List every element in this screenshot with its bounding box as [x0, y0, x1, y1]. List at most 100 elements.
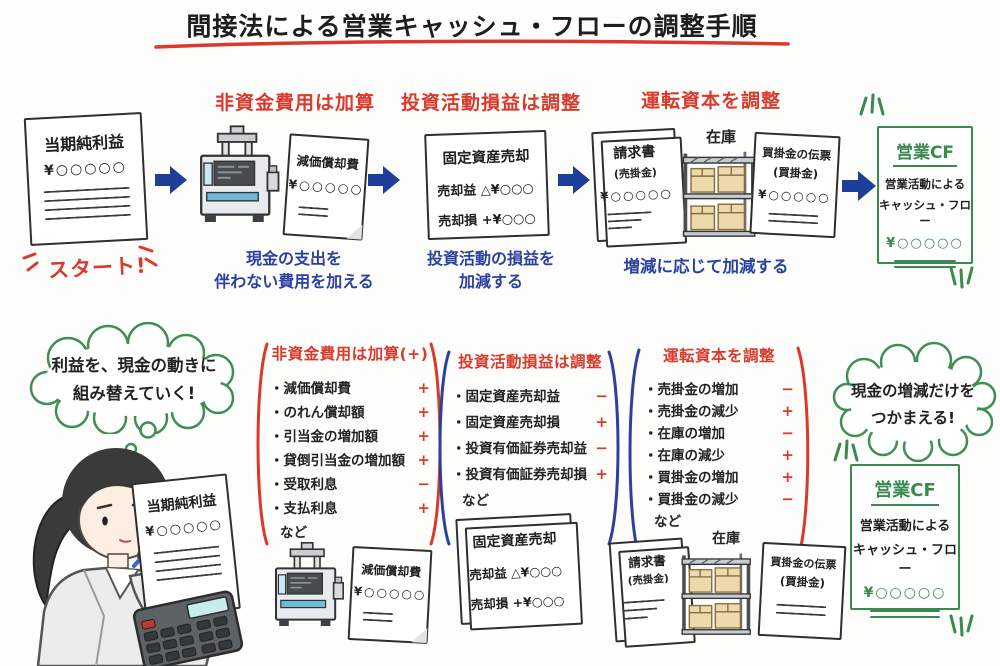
list-item: ・買掛金の増加+: [644, 468, 794, 486]
thought-bubble-right-text: 現金の増減だけを つかまえる!: [850, 382, 975, 427]
doc-line: [623, 607, 657, 612]
machine-icon: [275, 542, 344, 626]
doc-title: 減価償却費: [360, 562, 422, 580]
flow-arrow-icon: [155, 166, 187, 194]
doc-subtitle: (売掛金): [613, 165, 658, 182]
adjustment-list-noncash: 非資金費用は加算(+) ・減価償却費+ ・のれん償却額+ ・引当金の増加額+ ・…: [270, 342, 430, 545]
operating-cf-doc: 営業CF 営業活動による キャッシュ・フロー ¥○○○○○: [850, 464, 960, 618]
thought-bubble-right-icon: [832, 341, 997, 463]
doc-line: [607, 211, 652, 216]
doc-title: 買掛金の伝票: [770, 555, 837, 572]
doc-amount: ¥○○○○○: [287, 176, 365, 197]
list-item: ・固定資産売却益−: [452, 387, 608, 405]
step2-caption: 投資活動の損益を 加減する: [426, 249, 555, 291]
list-item: ・固定資産売却損+: [452, 413, 608, 431]
doc-line: [776, 603, 827, 609]
doc-line: [154, 554, 221, 564]
doc-line: [297, 213, 329, 218]
doc-line: [156, 572, 223, 582]
list-item: ・引当金の増加額+: [270, 427, 430, 445]
doc-line: [44, 204, 131, 212]
list-item: ・受取利息−: [270, 475, 430, 493]
step3-caption: 増減に応じて加減する: [623, 257, 789, 276]
doc-line: [298, 206, 329, 211]
sparkle-icon: [859, 93, 885, 116]
doc-row: 売却益 △¥○○○: [468, 562, 563, 583]
step3-heading: 運転資本を調整: [640, 90, 781, 112]
doc-amount: ¥○○○○○: [757, 187, 832, 205]
doc-text: キャッシュ・フロー: [879, 198, 971, 228]
doc-amount: ¥○○○○○: [886, 236, 964, 251]
adjustment-list-investment: 投資活動損益は調整 ・固定資産売却益− ・固定資産売却損+ ・投資有価証券売却益…: [452, 350, 608, 515]
page-title: 間接法による営業キャッシュ・フローの調整手順: [186, 12, 758, 41]
machine-icon: [200, 125, 280, 222]
doc-line: [767, 219, 819, 225]
list-item: ・在庫の増加−: [644, 424, 794, 442]
doc-amount: ¥○○○○○: [599, 186, 674, 204]
payable-doc: 買掛金の伝票 (買掛金): [757, 541, 847, 641]
doc-subtitle: (売掛金): [627, 572, 670, 588]
list-item: ・在庫の減少+: [644, 446, 794, 464]
doc-amount: ¥○○○○○: [43, 158, 128, 180]
calculator-icon: [132, 590, 244, 666]
fixed-asset-doc: 固定資産売却 売却益 △¥○○○ 売却損 +¥○○○: [424, 129, 550, 241]
doc-text: 営業活動による: [884, 177, 966, 191]
doc-line: [153, 545, 220, 555]
list-item: ・売掛金の減少+: [644, 402, 794, 420]
doc-title: 固定資産売却: [472, 530, 557, 552]
sparkle-icon: [949, 614, 974, 637]
list-item: など: [654, 514, 681, 530]
doc-line: [623, 616, 648, 620]
list-item: など: [462, 493, 489, 509]
doc-title: 減価償却費: [295, 152, 360, 173]
doc-row: 売却益 △¥○○○: [436, 181, 535, 200]
bracket-left-icon: [628, 348, 641, 558]
doc-line: [622, 598, 665, 604]
doc-title: 請求書: [627, 552, 667, 571]
inventory-label: 在庫: [712, 531, 740, 547]
doc-title: 営業CF: [871, 476, 939, 506]
doc-line: [155, 563, 222, 573]
list-item: など: [280, 525, 307, 541]
doc-row: 売却損 +¥○○○: [438, 211, 536, 230]
doc-line: [43, 186, 130, 194]
list-item: ・買掛金の減少−: [644, 490, 794, 508]
fixed-asset-doc: 固定資産売却 売却益 △¥○○○ 売却損 +¥○○○: [455, 513, 577, 625]
depreciation-doc: 減価償却費 ¥○○○○○: [347, 545, 433, 645]
doc-title: 当期純利益: [43, 131, 125, 156]
doc-line: [43, 195, 131, 203]
thought-bubble-left-icon: [29, 322, 235, 434]
doc-title: 固定資産売却: [442, 148, 530, 168]
page-fold: [411, 627, 428, 643]
list-item: ・支払利息+: [270, 499, 430, 517]
doc-line: [607, 218, 642, 223]
operating-cf-doc: 営業CF 営業活動による キャッシュ・フロー ¥○○○○○: [877, 126, 973, 268]
flow-arrow-icon: [368, 166, 400, 194]
doc-text: キャッシュ・フロー: [852, 543, 957, 577]
emphasis-marks-icon: [138, 245, 158, 267]
list-item: ・のれん償却額+: [270, 403, 430, 421]
bracket-left-icon: [438, 350, 451, 546]
doc-line: [893, 260, 957, 262]
list-item: ・投資有価証券売却損+: [452, 465, 608, 483]
start-label: スタート!: [47, 253, 148, 283]
thought-bubble-left-text: 利益を、現金の動きに 組み替えていく!: [51, 356, 217, 403]
doc-line: [870, 610, 940, 612]
step1-caption: 現金の支出を 伴わない費用を加える: [214, 249, 374, 291]
doc-line: [893, 266, 957, 268]
doc-title: 営業CF: [892, 138, 958, 167]
doc-line: [870, 616, 940, 618]
list-item: ・売掛金の増加−: [644, 380, 794, 398]
doc-text: 営業活動による: [859, 519, 951, 534]
list-item: ・貸倒引当金の増加額+: [270, 451, 430, 469]
flow-arrow-icon: [842, 171, 876, 201]
doc-row: 売却損 +¥○○○: [470, 592, 565, 613]
bracket-right-icon: [607, 350, 620, 546]
flow-arrow-icon: [558, 166, 590, 194]
sparkle-icon: [949, 266, 974, 289]
emphasis-marks-icon: [22, 252, 39, 272]
invoice-doc: 請求書 (売掛金) ¥○○○○○: [591, 127, 681, 243]
invoice-doc: 請求書 (売掛金): [608, 537, 690, 643]
list-item: ・減価償却費+: [270, 379, 430, 397]
step1-heading: 非資金費用は加算: [214, 92, 375, 114]
